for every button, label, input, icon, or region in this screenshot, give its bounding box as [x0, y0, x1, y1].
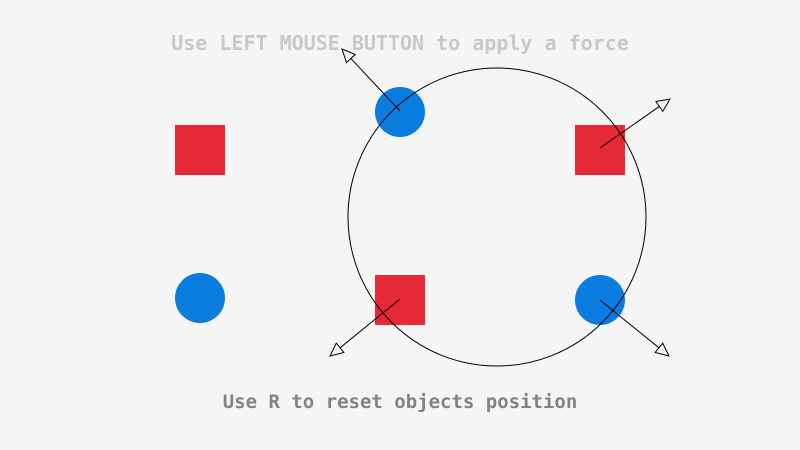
- force-arrow-bottom-square-head: [329, 342, 345, 357]
- force-arrow-top-circle-head: [341, 48, 357, 64]
- blue-circle-top-center[interactable]: [375, 87, 425, 137]
- force-arrow-right-square-head: [655, 98, 671, 113]
- red-square-top-left[interactable]: [175, 125, 225, 175]
- force-arrow-right-circle-shaft: [599, 299, 661, 350]
- red-square-bottom-center[interactable]: [375, 275, 425, 325]
- red-square-top-right[interactable]: [575, 125, 625, 175]
- instruction-reset: Use R to reset objects position: [222, 391, 578, 413]
- blue-circle-bottom-left[interactable]: [175, 273, 225, 323]
- instruction-apply-force: Use LEFT MOUSE BUTTON to apply a force: [171, 31, 629, 55]
- force-arrow-right-circle-head: [654, 342, 670, 357]
- force-arrow-top-circle-shaft: [349, 56, 401, 112]
- force-arrow-bottom-square-shaft: [338, 298, 401, 350]
- force-arrow-right-square-shaft: [599, 104, 662, 149]
- boundary-circle: [347, 67, 647, 367]
